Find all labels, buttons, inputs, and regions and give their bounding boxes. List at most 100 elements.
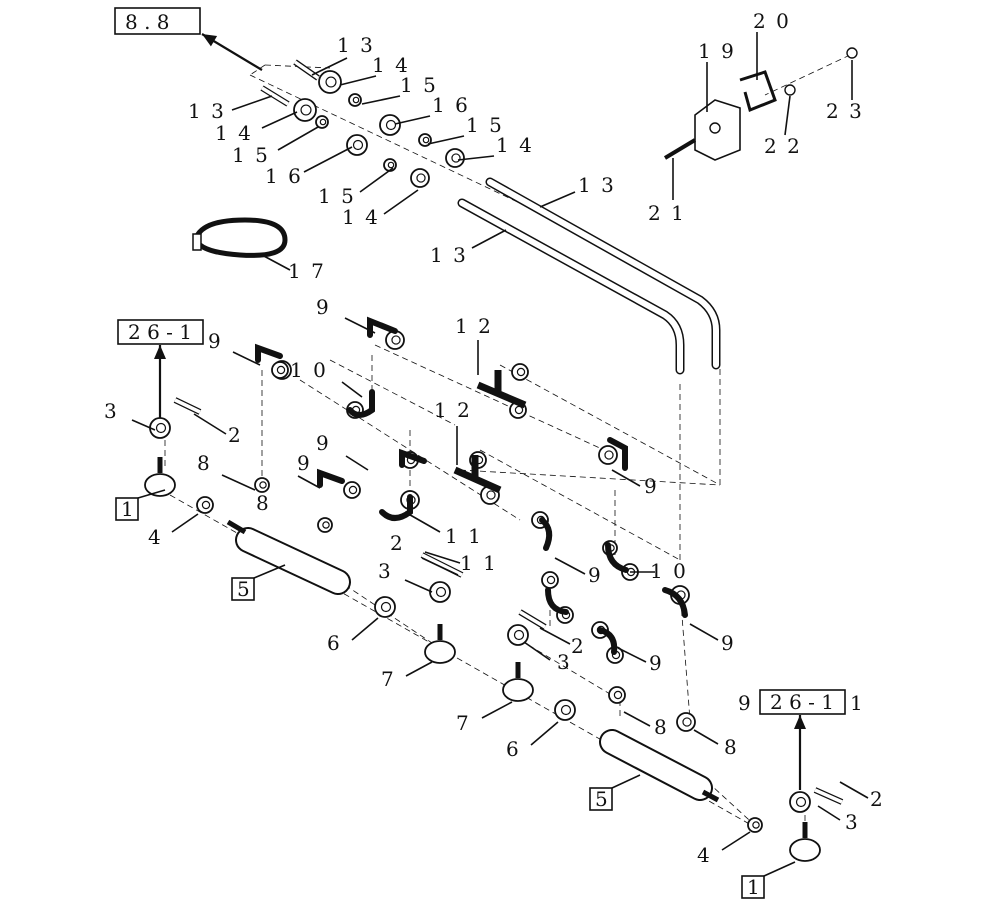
tube-fill bbox=[487, 179, 719, 368]
reference-box bbox=[114, 7, 201, 35]
callout-label: 1 7 bbox=[288, 259, 326, 283]
callout-leader bbox=[689, 623, 719, 641]
reference-box-label: 2 6 - 1 bbox=[770, 690, 834, 714]
callout-leader bbox=[383, 189, 419, 215]
fitting-bore bbox=[546, 575, 556, 585]
callout-label: 9 bbox=[644, 474, 659, 498]
fitting-bore bbox=[380, 601, 392, 613]
callout-label: 6 bbox=[327, 631, 342, 655]
nut bbox=[846, 47, 858, 59]
fitting-nut bbox=[149, 417, 171, 439]
pin-fill bbox=[421, 553, 463, 577]
callout-label: 1 2 bbox=[434, 398, 472, 422]
fitting-bore bbox=[560, 704, 572, 716]
pin-fill bbox=[174, 398, 201, 414]
reference-arrowhead bbox=[794, 715, 806, 729]
callout-label: 1 4 bbox=[342, 205, 380, 229]
fitting-bore bbox=[325, 76, 337, 88]
washer bbox=[784, 84, 796, 96]
fitting-bore bbox=[516, 367, 526, 377]
callout-leader bbox=[539, 191, 576, 208]
callout-leader bbox=[339, 75, 377, 86]
rod-end-eye bbox=[502, 678, 534, 702]
fitting-nut bbox=[343, 481, 361, 499]
callout-label: 1 3 bbox=[188, 99, 226, 123]
dashed-centerline bbox=[249, 64, 266, 76]
elbow-fitting bbox=[539, 517, 553, 551]
callout-label: 8 bbox=[654, 715, 669, 739]
callout-leader bbox=[261, 254, 291, 271]
elbow-fitting bbox=[399, 448, 427, 468]
dashed-centerline bbox=[499, 364, 721, 486]
fitting-nut bbox=[747, 817, 763, 833]
fitting-nut bbox=[293, 98, 317, 122]
rod-end-eye bbox=[424, 640, 456, 664]
elbow-fitting bbox=[662, 587, 688, 618]
callout-label: 1 6 bbox=[432, 93, 470, 117]
pin-fill bbox=[294, 60, 319, 80]
callout-label: 2 bbox=[571, 634, 586, 658]
callout-leader bbox=[404, 579, 433, 593]
callout-label: 3 bbox=[104, 399, 119, 423]
callout-label: 7 bbox=[456, 711, 471, 735]
callout-label: 9 bbox=[316, 431, 331, 455]
callout-label: 1 2 bbox=[455, 314, 493, 338]
fitting-bore bbox=[752, 821, 760, 829]
callout-label: 2 2 bbox=[764, 134, 802, 158]
fitting-nut bbox=[429, 581, 451, 603]
callout-leader bbox=[611, 774, 641, 789]
callout-leader bbox=[221, 474, 256, 491]
callout-label: 1 4 bbox=[372, 53, 410, 77]
fitting-nut bbox=[445, 148, 465, 168]
fitting-bore bbox=[682, 717, 692, 727]
callout-leader bbox=[351, 617, 379, 641]
callout-label: 1 5 bbox=[232, 143, 270, 167]
callout-leader bbox=[193, 413, 227, 435]
callout-label: 1 4 bbox=[496, 133, 534, 157]
cylinder-rod bbox=[701, 789, 720, 803]
callout-leader bbox=[839, 781, 869, 799]
item-box-label: 1 bbox=[747, 875, 760, 899]
callout-leader bbox=[277, 126, 319, 151]
callout-leader bbox=[345, 455, 369, 471]
callout-label: 2 0 bbox=[753, 9, 791, 33]
fitting-bore bbox=[387, 161, 395, 169]
fitting-bore bbox=[276, 365, 286, 375]
callout-leader bbox=[131, 419, 156, 431]
callout-leader bbox=[427, 135, 465, 145]
fitting-nut bbox=[271, 361, 289, 379]
callout-label: 9 bbox=[738, 691, 753, 715]
callout-label: 4 bbox=[148, 525, 163, 549]
callout-leader bbox=[297, 475, 321, 489]
callout-label: 9 bbox=[316, 295, 331, 319]
callout-leader bbox=[404, 511, 441, 533]
fitting-nut bbox=[318, 70, 342, 94]
fitting-bore bbox=[416, 173, 426, 183]
callout-label: 3 bbox=[557, 650, 572, 674]
callout-label: 1 4 bbox=[215, 121, 253, 145]
dashed-centerline bbox=[764, 54, 851, 96]
fitting-bore bbox=[604, 450, 614, 460]
fitting-bore bbox=[513, 629, 525, 641]
fitting-bore bbox=[259, 481, 267, 489]
callout-leader bbox=[530, 721, 559, 746]
callout-label: 9 bbox=[208, 329, 223, 353]
reference-box-label: 8 . 8 bbox=[125, 10, 170, 34]
fitting-nut bbox=[317, 517, 333, 533]
callout-leader bbox=[261, 111, 298, 129]
callout-label: 7 bbox=[381, 667, 396, 691]
pin-fill bbox=[814, 788, 843, 804]
callout-label: 2 3 bbox=[826, 99, 864, 123]
cylinder-body bbox=[237, 529, 349, 593]
cylinder-body bbox=[601, 731, 711, 799]
tee-fitting bbox=[453, 455, 502, 494]
fitting-bore bbox=[352, 139, 364, 151]
elbow-fitting bbox=[597, 627, 618, 655]
fitting-nut bbox=[676, 712, 696, 732]
callout-label: 1 5 bbox=[400, 73, 438, 97]
reference-box bbox=[117, 319, 204, 345]
fitting-bore bbox=[514, 405, 524, 415]
fitting-bore bbox=[201, 500, 211, 510]
reference-box bbox=[759, 689, 846, 715]
